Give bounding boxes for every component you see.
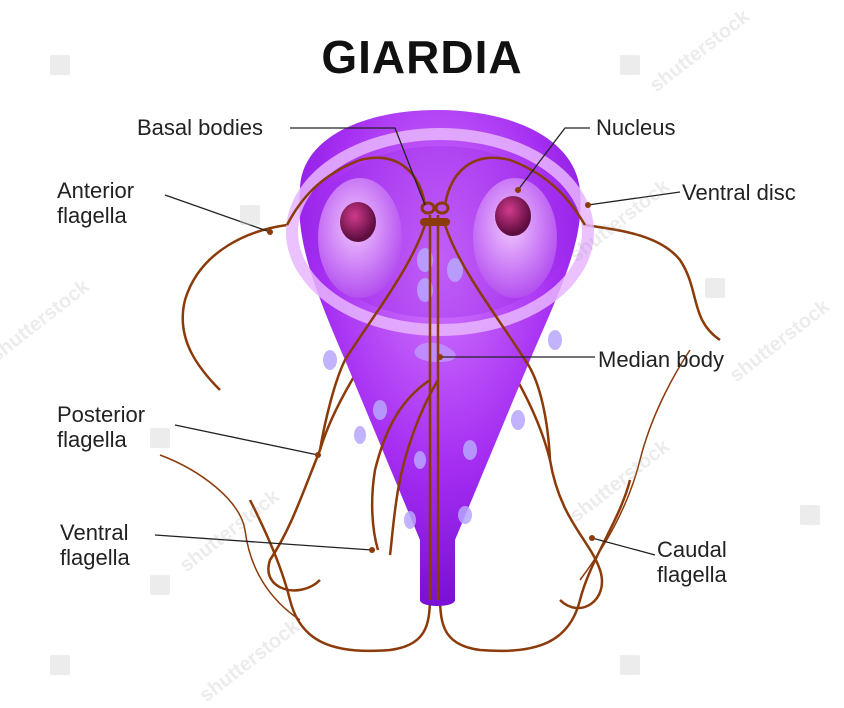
label-median-body: Median body [598, 347, 724, 372]
nucleolus-left [340, 202, 376, 242]
label-posterior-flagella: Posterior flagella [57, 402, 145, 452]
label-caudal-flagella: Caudal flagella [657, 537, 727, 587]
nucleolus-right [495, 196, 531, 236]
label-ventral-disc: Ventral disc [682, 180, 796, 205]
watermark-mark [50, 655, 70, 675]
watermark-mark [150, 575, 170, 595]
watermark-mark [240, 205, 260, 225]
watermark-mark [705, 278, 725, 298]
anterior-flagellum-left [183, 225, 287, 390]
watermark-mark [620, 655, 640, 675]
diagram-title: GIARDIA [0, 30, 844, 84]
watermark-mark [800, 505, 820, 525]
label-nucleus: Nucleus [596, 115, 675, 140]
nucleus-right [473, 178, 557, 298]
caudal-flagellum-left [250, 500, 430, 651]
label-basal-bodies: Basal bodies [137, 115, 263, 140]
watermark-mark [150, 428, 170, 448]
wisp-left [160, 455, 300, 620]
anterior-flagellum-right [585, 225, 720, 340]
label-ventral-flagella: Ventral flagella [60, 520, 130, 570]
label-anterior-flagella: Anterior flagella [57, 178, 134, 228]
